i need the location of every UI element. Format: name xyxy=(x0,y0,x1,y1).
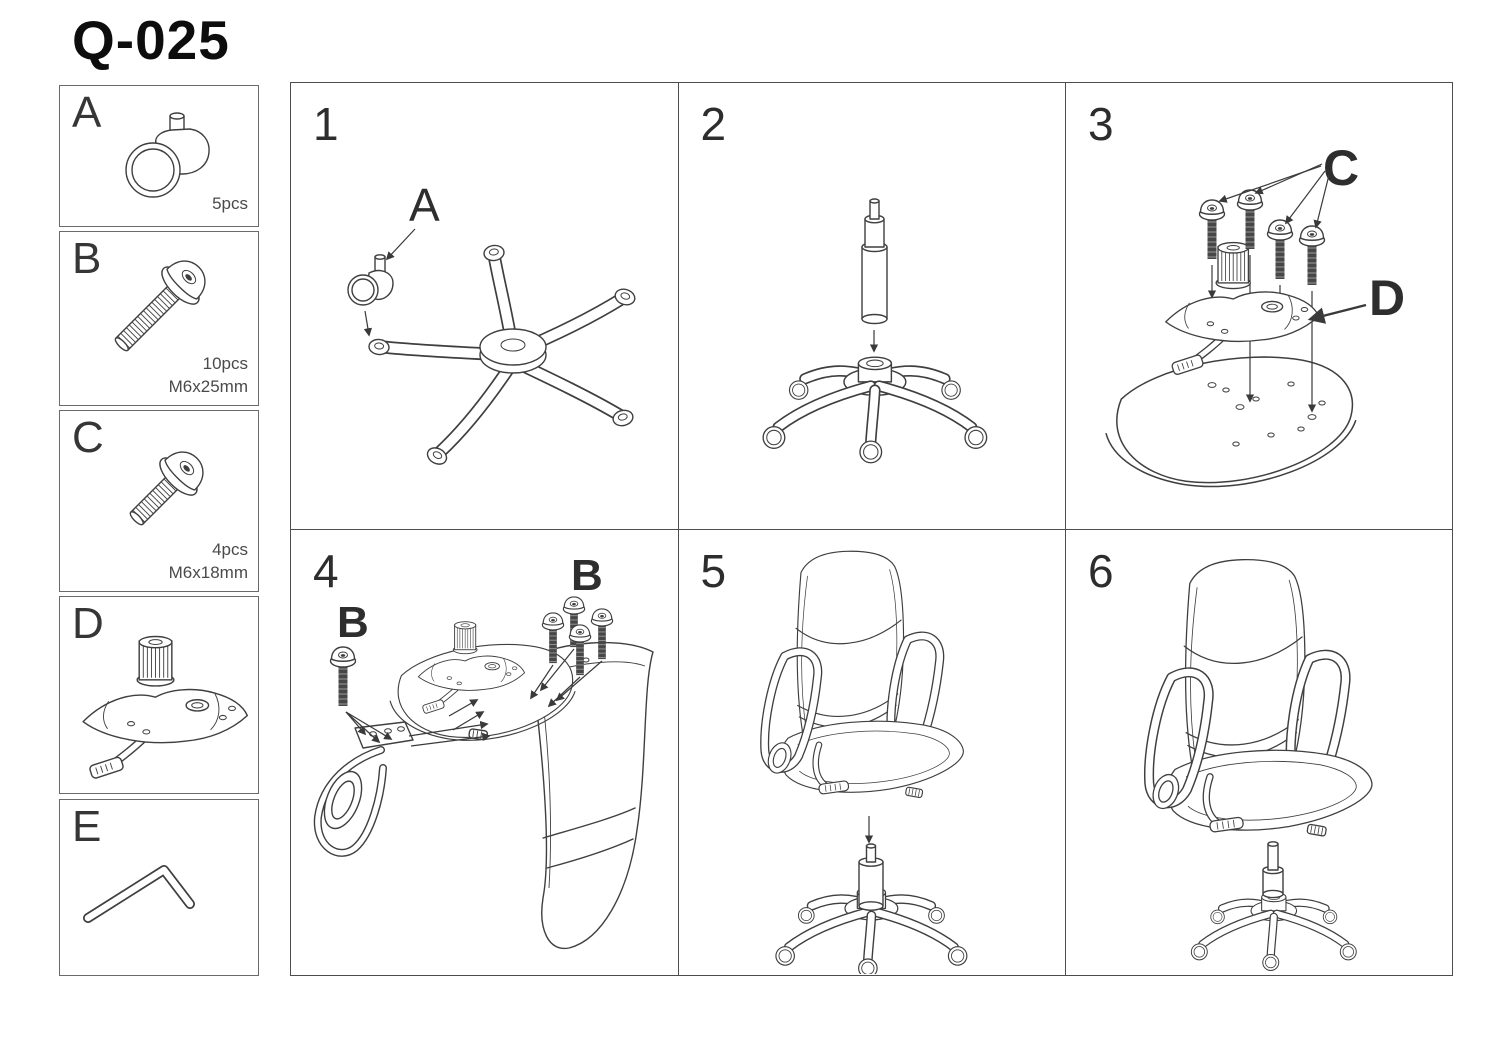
step-3-drawing: C D xyxy=(1105,140,1405,488)
callout-label-c: C xyxy=(1323,140,1359,196)
gas-lift-drawing xyxy=(1262,840,1284,898)
step-6-drawing xyxy=(1066,530,1453,974)
leader-arrow-icon xyxy=(530,648,603,707)
part-qty: 5pcs xyxy=(212,194,248,214)
part-letter: A xyxy=(72,88,102,137)
leader-arrow-icon xyxy=(1307,303,1367,324)
gas-lift-drawing xyxy=(860,198,888,325)
leader-arrow-icon xyxy=(1218,163,1330,229)
part-letter: D xyxy=(72,599,104,648)
bolt-drawing xyxy=(1266,219,1294,280)
steps-grid: 1 xyxy=(290,82,1453,976)
step-cell-2: 2 xyxy=(678,83,1066,530)
part-spec: M6x18mm xyxy=(168,563,248,583)
part-letter: C xyxy=(72,413,104,462)
bolt-short-drawing xyxy=(129,440,215,526)
bolt-drawing xyxy=(1236,189,1264,250)
step-number: 3 xyxy=(1088,98,1114,150)
page-title: Q-025 xyxy=(72,9,230,71)
callout-label-a: A xyxy=(409,179,440,231)
part-spec: M6x25mm xyxy=(168,377,248,397)
gas-lift-drawing xyxy=(857,842,884,911)
step-number: 1 xyxy=(313,98,339,150)
part-box-d: D xyxy=(59,596,259,794)
seat-board-drawing xyxy=(1105,356,1357,488)
down-arrow-icon xyxy=(363,310,373,337)
tilt-mechanism-drawing xyxy=(1166,243,1319,376)
caster-wheel-drawing xyxy=(125,112,210,198)
caster-wheel-drawing xyxy=(347,254,394,306)
part-box-c: C 4pcs M6x18mm xyxy=(59,410,259,592)
step-cell-5: 5 xyxy=(679,529,1066,975)
step-cell-3: 3 xyxy=(1066,83,1452,530)
chair-complete-drawing xyxy=(1149,559,1372,836)
step-number: 6 xyxy=(1088,544,1114,597)
step-2-drawing xyxy=(679,198,1065,528)
callout-label-b: B xyxy=(337,598,369,647)
part-qty: 10pcs xyxy=(202,354,248,374)
part-box-b: B 10pcs M6x25mm xyxy=(59,231,259,406)
step-number: 2 xyxy=(700,98,727,150)
step-number: 5 xyxy=(700,544,727,597)
allen-key-drawing xyxy=(83,865,195,923)
leader-arrow-icon xyxy=(345,698,491,747)
base-with-casters-drawing xyxy=(1191,892,1356,970)
bolt-drawing xyxy=(329,645,357,707)
step-cell-1: 1 xyxy=(291,83,679,530)
part-letter: B xyxy=(72,234,102,283)
bolt-long-drawing xyxy=(114,249,217,352)
chair-upper-drawing xyxy=(764,551,963,798)
step-number: 4 xyxy=(313,544,339,597)
step-1-drawing: A xyxy=(347,179,636,465)
step-4-drawing: B xyxy=(313,551,654,949)
base-with-casters-drawing xyxy=(763,357,987,463)
leader-arrow-icon xyxy=(385,228,416,261)
callout-label-d: D xyxy=(1369,270,1405,326)
part-box-e: E xyxy=(59,799,259,976)
part-qty: 4pcs xyxy=(212,540,248,560)
step-cell-4: 4 xyxy=(291,529,679,975)
step-5-drawing xyxy=(679,530,1065,974)
part-box-a: A 5pcs xyxy=(59,85,259,227)
step-cell-6: 6 xyxy=(1066,530,1452,976)
part-letter: E xyxy=(72,802,102,851)
bolt-drawing xyxy=(1298,225,1326,286)
armrest-drawing xyxy=(313,720,414,857)
callout-label-b: B xyxy=(571,551,603,600)
